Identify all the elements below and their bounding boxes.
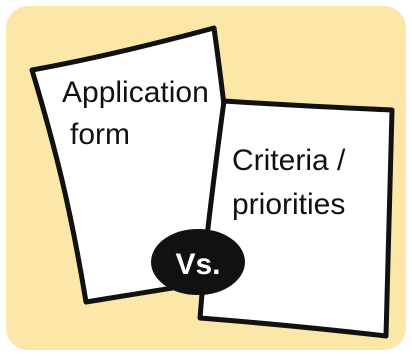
versus-badge: Vs. — [151, 229, 245, 295]
criteria-priorities-line1: Criteria / — [232, 144, 346, 177]
criteria-priorities-sheet: Criteria / priorities — [197, 98, 395, 339]
application-form-line1: Application — [62, 76, 209, 109]
versus-badge-label: Vs. — [175, 248, 220, 281]
criteria-priorities-paper — [197, 98, 395, 339]
application-form-line2: form — [70, 118, 130, 151]
versus-badge-oval — [151, 229, 245, 295]
criteria-priorities-line2: priorities — [232, 188, 345, 221]
